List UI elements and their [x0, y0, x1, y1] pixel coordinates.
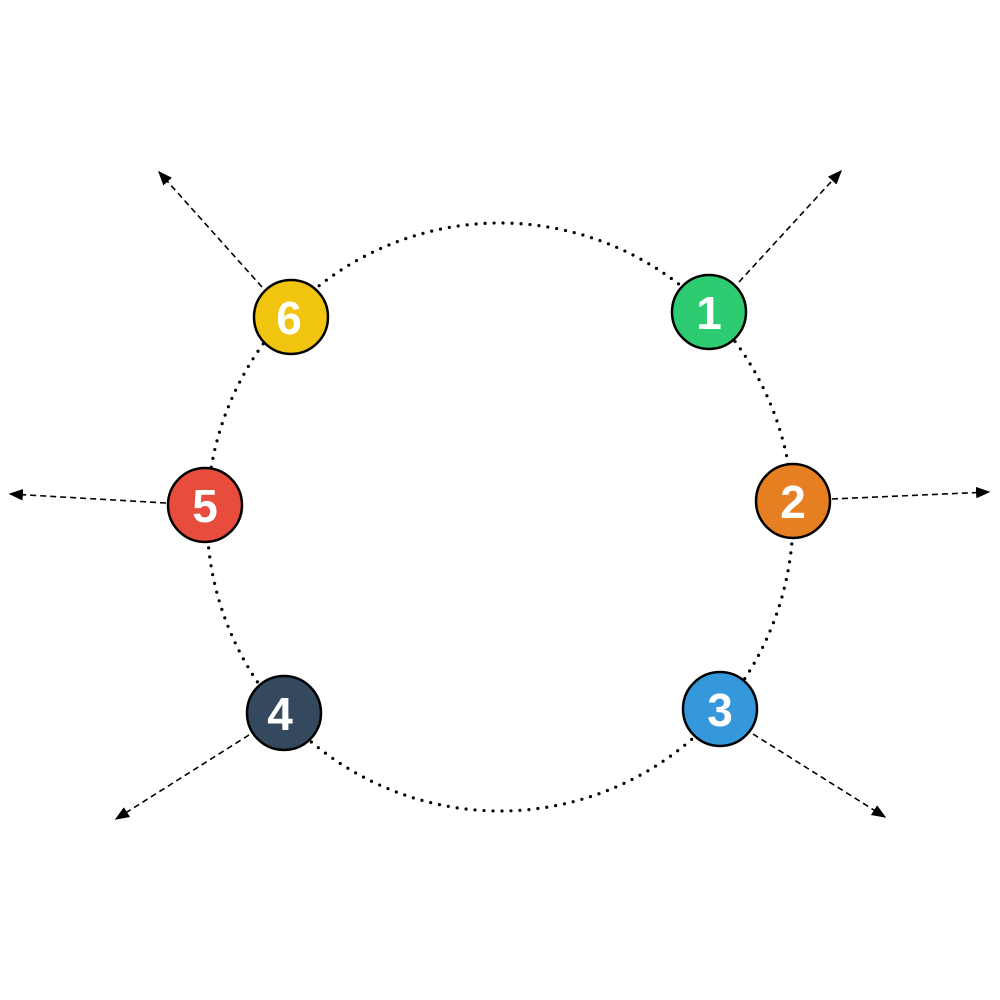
arrow-node-5	[8, 488, 167, 504]
node-4: 4	[245, 674, 323, 752]
node-3-circle	[681, 670, 759, 748]
node-1-circle	[670, 273, 748, 351]
arrow-node-4	[114, 734, 250, 820]
node-5: 5	[166, 466, 244, 544]
node-6-label: 6	[276, 292, 302, 344]
node-2: 2	[754, 462, 832, 540]
node-4-label: 4	[267, 688, 293, 740]
node-2-circle	[754, 462, 832, 540]
node-1: 1	[670, 273, 748, 351]
node-1-label: 1	[696, 287, 722, 339]
node-3-label: 3	[707, 684, 733, 736]
arrow-node-2	[831, 486, 991, 500]
arrow-node-1	[738, 169, 842, 283]
arrows-layer	[8, 169, 991, 820]
node-6-circle	[252, 278, 330, 356]
arrow-node-3	[752, 733, 887, 818]
node-6: 6	[252, 278, 330, 356]
node-2-label: 2	[780, 476, 806, 528]
arrow-node-6	[158, 170, 263, 288]
node-3: 3	[681, 670, 759, 748]
node-5-circle	[166, 466, 244, 544]
node-4-circle	[245, 674, 323, 752]
node-5-label: 5	[192, 480, 218, 532]
